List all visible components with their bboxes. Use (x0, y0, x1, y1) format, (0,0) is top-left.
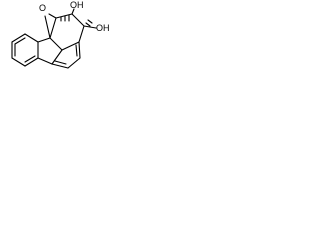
double-bond-inner (14, 37, 26, 45)
bond (49, 37, 63, 51)
bond (71, 13, 85, 27)
bond (55, 13, 73, 19)
hydroxyl-label: OH (70, 0, 84, 10)
epoxide-bond (44, 15, 51, 39)
hash-line (85, 22, 91, 27)
diol-ring (55, 8, 97, 51)
epoxide-oxygen-label: O (39, 3, 46, 13)
bond (83, 25, 97, 29)
bond (24, 33, 39, 43)
epoxide-bond (48, 13, 57, 19)
bond (61, 41, 80, 51)
five-membered-ring (37, 37, 63, 65)
bond (37, 57, 53, 65)
bond (51, 49, 63, 65)
bond (67, 57, 81, 69)
chemical-structure: O OH OH (11, 0, 110, 69)
bond (78, 25, 85, 43)
hash-wedge (85, 19, 93, 27)
hash-line (87, 19, 93, 24)
hash-wedge (60, 14, 70, 22)
right-benzene-ring (51, 41, 81, 69)
epoxide-ring (44, 13, 57, 39)
hydroxyl-label: OH (96, 23, 110, 33)
double-bond-inner (54, 60, 67, 65)
bond (49, 17, 57, 39)
double-bond-inner (24, 55, 36, 63)
bond (11, 57, 26, 67)
bond (78, 41, 81, 59)
bond (51, 63, 69, 69)
bond (71, 8, 75, 15)
bond (37, 37, 51, 43)
double-bond-inner (75, 44, 78, 57)
bond (11, 33, 26, 43)
bond (24, 57, 39, 67)
left-benzene-ring (11, 33, 39, 67)
